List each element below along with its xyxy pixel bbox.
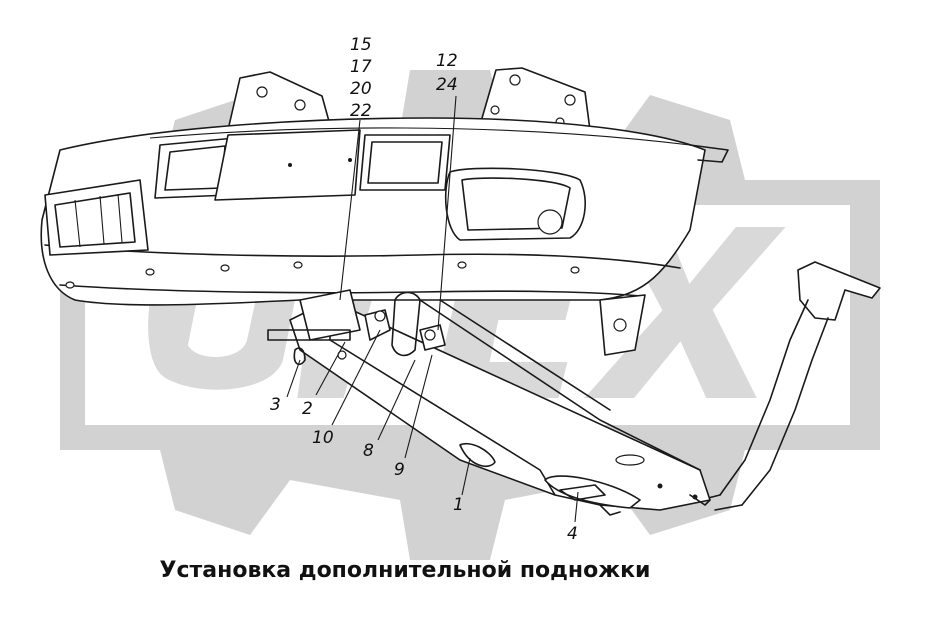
- side-step-frame: [599, 261, 881, 511]
- callout-8: 8: [363, 441, 374, 461]
- callout-2: 2: [302, 399, 313, 419]
- callout-15: 15: [350, 35, 372, 55]
- leader-lines: [286, 95, 579, 523]
- callout-24: 24: [436, 75, 458, 95]
- callout-9: 9: [394, 460, 405, 480]
- callout-22: 22: [350, 101, 372, 121]
- diagram-caption: Установка дополнительной подножки: [159, 558, 651, 583]
- callout-1: 1: [453, 495, 464, 515]
- callout-3: 3: [270, 395, 281, 415]
- callout-20: 20: [350, 79, 372, 99]
- mounting-hardware: [267, 289, 446, 366]
- callout-17: 17: [350, 57, 372, 77]
- bumper: [40, 117, 729, 306]
- callout-12: 12: [436, 51, 458, 71]
- upper-mounting-brackets: [227, 67, 591, 131]
- callout-4: 4: [567, 524, 578, 544]
- callout-labels: 15 17 20 22 12 24 3 2 10 8 9 1 4: [270, 35, 578, 544]
- callout-10: 10: [312, 428, 334, 448]
